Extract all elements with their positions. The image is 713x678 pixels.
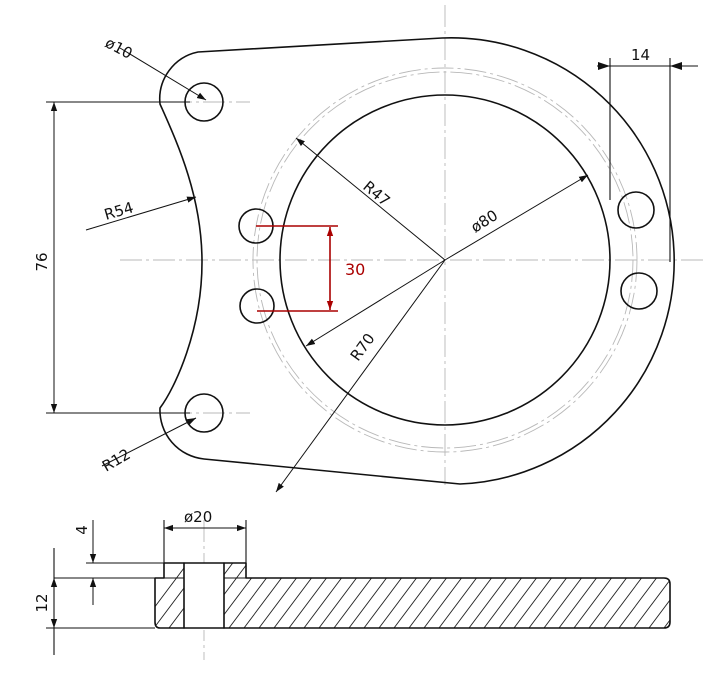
section-hole [184, 563, 224, 630]
left-hole-lower [239, 288, 275, 324]
plate-outline [158, 37, 675, 485]
r12-label: R12 [99, 445, 134, 475]
r54-label: R54 [102, 198, 135, 223]
r70-leader [275, 259, 446, 493]
r47-label: R47 [359, 177, 393, 210]
dia10-leader [119, 47, 207, 101]
right-hole-lower [620, 272, 658, 310]
dim-14-label: 14 [631, 46, 650, 64]
dim-4-label: 4 [73, 525, 91, 535]
dim-dia20-label: ø20 [184, 508, 212, 526]
r70-label: R70 [347, 330, 379, 364]
dia80-label: ø80 [468, 206, 502, 236]
r12-leader [101, 417, 197, 467]
dim-30-label: 30 [345, 260, 365, 279]
dim-12-label: 12 [33, 593, 51, 612]
dim-14-arrow-right [670, 62, 682, 70]
section-outline [154, 562, 671, 629]
r47-leader [295, 137, 446, 261]
dia10-label: ø10 [102, 34, 135, 63]
center-bore [279, 94, 611, 426]
bolt-circle-center-line [256, 71, 634, 449]
center-lines [120, 5, 705, 660]
top-view [158, 37, 675, 485]
dim-30-group: 30 [256, 225, 365, 312]
inner-pitch-circle-center-line [252, 67, 638, 453]
dim-76-label: 76 [33, 252, 51, 271]
dia80-leader [444, 174, 589, 261]
right-hole-upper [617, 191, 655, 229]
bore-left-leader [305, 259, 446, 347]
dim-14-arrow-left [598, 62, 610, 70]
r54-leader [85, 196, 197, 231]
dimensions-top: ø10 14 76 R54 R47 ø80 R70 R12 [33, 34, 698, 493]
section-view: ø20 4 12 [33, 508, 671, 655]
